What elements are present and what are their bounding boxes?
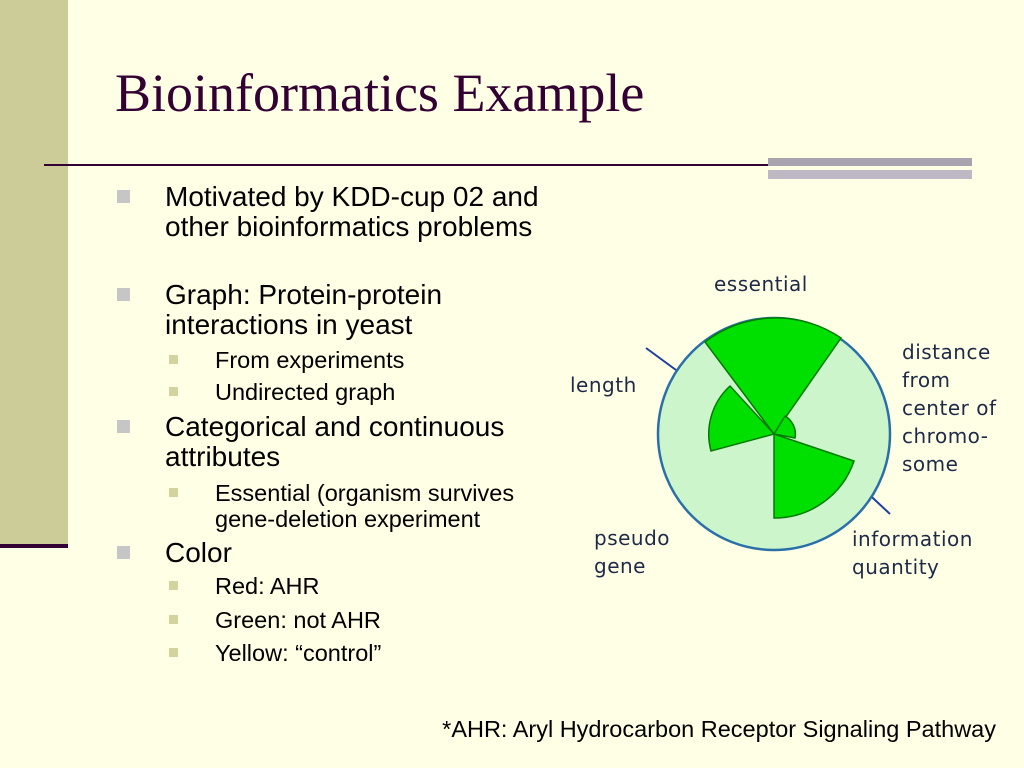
label-pseudo-1: pseudo (594, 526, 670, 550)
title-accent-bar (768, 158, 972, 166)
label-distance-4: chromo- (902, 424, 989, 448)
bullet-color: Color (117, 538, 575, 568)
sub-bullet-essential: Essential (organism survives gene-deleti… (169, 480, 575, 532)
sub-bullet-experiments: From experiments (169, 347, 575, 373)
wedge-length (708, 384, 776, 452)
length-tick-line (645, 347, 677, 371)
sub-bullet-red: Red: AHR (169, 573, 575, 599)
label-essential: essential (714, 272, 808, 296)
title-underline (44, 164, 970, 166)
label-information-2: quantity (852, 555, 939, 579)
bullet-graph: Graph: Protein-protein interactions in y… (117, 280, 575, 340)
title-accent-bar-lower (768, 170, 972, 179)
sub-bullet-green: Green: not AHR (169, 607, 575, 633)
slide-title: Bioinformatics Example (115, 63, 645, 123)
bullet-attributes: Categorical and continuous attributes (117, 412, 575, 472)
label-distance-2: from (902, 368, 951, 392)
label-distance-1: distance (902, 340, 991, 364)
bullet-kdd-cup: Motivated by KDD-cup 02 and other bioinf… (117, 182, 575, 242)
label-distance-5: some (902, 452, 958, 476)
label-pseudo-2: gene (594, 554, 646, 578)
label-distance-3: center of (902, 396, 997, 420)
sub-bullet-yellow: Yellow: “control” (169, 640, 575, 666)
sub-bullet-undirected: Undirected graph (169, 379, 575, 405)
wedge-information (773, 432, 855, 519)
attribute-glyph-diagram: essential length distance from center of… (570, 272, 997, 579)
label-information-1: information (852, 527, 973, 551)
label-length: length (570, 373, 637, 397)
footnote-ahr: *AHR: Aryl Hydrocarbon Receptor Signalin… (442, 716, 996, 742)
side-rule (0, 544, 68, 548)
wedge-distance (772, 414, 797, 439)
wedge-essential (703, 317, 843, 436)
side-band (0, 0, 68, 548)
